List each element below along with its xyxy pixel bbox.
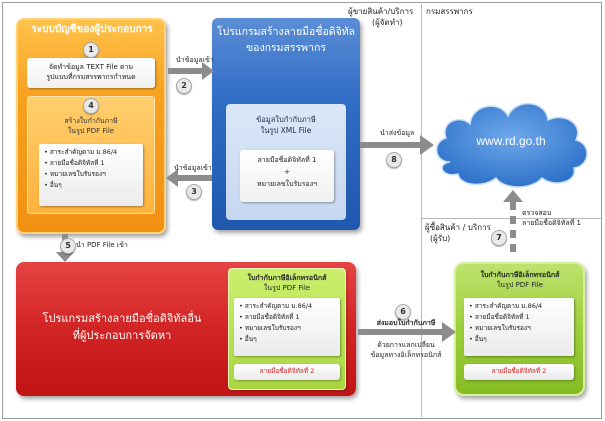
arrow-5-label: นำ PDF File เข้า <box>76 241 128 249</box>
xml-line-1: ข้อมูลใบกำกับภาษี <box>256 115 316 124</box>
buyer-signature-2-pill: ลายมือชื่อดิจิทัลที่ 2 <box>464 364 574 380</box>
invoice-contents-list: สาระสำคัญตาม ม.86/4 ลายมือชื่อดิจิทัลที่… <box>39 144 143 206</box>
list-item: ลายมือชื่อดิจิทัลที่ 1 <box>239 312 335 323</box>
arrow-7 <box>503 190 523 252</box>
accounting-system-title: ระบบบัญชีของผู้ประกอบการ <box>31 24 153 35</box>
export-line-1: จัดทำข้อมูล TEXT File ตาม <box>48 63 134 71</box>
list-item: อื่นๆ <box>239 334 335 345</box>
step-8-badge: 8 <box>386 152 402 168</box>
buyer-invoice-contents-list: สาระสำคัญตาม ม.86/4 ลายมือชื่อดิจิทัลที่… <box>464 298 574 356</box>
step-5-badge: 5 <box>60 238 76 254</box>
arrow-3-label: นำข้อมูลเข้า <box>174 164 212 172</box>
buyer-subheader: (ผู้รับ) <box>430 234 451 243</box>
list-item: ลายมือชื่อดิจิทัลที่ 1 <box>44 158 138 169</box>
signature-cert-panel: ลายมือชื่อดิจิทัลที่ 1 + หมายเลขใบรับรอง… <box>240 150 334 202</box>
step-2-badge: 2 <box>176 78 192 94</box>
step-6-badge: 6 <box>395 304 411 320</box>
arrow-6-label: ส่งมอบใบกำกับภาษี <box>376 319 436 327</box>
buyer-header: ผู้ซื้อสินค้า / บริการ <box>425 223 491 232</box>
arrow-2-label: นำข้อมูลเข้า <box>176 56 214 64</box>
column-divider <box>421 4 422 417</box>
red-invoice-contents-list: สาระสำคัญตาม ม.86/4 ลายมือชื่อดิจิทัลที่… <box>234 298 340 356</box>
arrow-2 <box>168 62 214 80</box>
step-3-badge: 3 <box>186 184 202 200</box>
seller-subheader: (ผู้จัดทำ) <box>372 18 403 27</box>
list-item: อื่นๆ <box>469 334 569 345</box>
xml-line-2: ในรูป XML File <box>260 126 312 135</box>
create-invoice-title: สร้างใบกำกับภาษี ในรูป PDF File <box>64 117 118 135</box>
list-item: หมายเลขใบรับรองฯ <box>239 323 335 334</box>
list-item: สาระสำคัญตาม ม.86/4 <box>469 301 569 312</box>
export-line-2: รูปแบบที่กรมสรรพากรกำหนด <box>46 73 136 81</box>
revenue-dept-header: กรมสรรพากร <box>426 7 473 16</box>
rd-signature-program-title: โปรแกรมสร้างลายมือชื่อดิจิทัล ของกรมสรรพ… <box>216 26 356 54</box>
step-1-badge: 1 <box>83 42 99 58</box>
cloud-icon <box>436 102 588 188</box>
export-text-file-panel: จัดทำข้อมูล TEXT File ตาม รูปแบบที่กรมสร… <box>27 58 155 88</box>
step-4-badge: 4 <box>83 98 99 114</box>
step-7-badge: 7 <box>491 230 507 246</box>
list-item: สาระสำคัญตาม ม.86/4 <box>239 301 335 312</box>
red-signature-2-pill: ลายมือชื่อดิจิทัลที่ 2 <box>234 364 340 380</box>
arrow-7-label: ตรวจสอบ ลายมือชื่อดิจิทัลที่ 1 <box>522 209 581 227</box>
other-signature-program-title: โปรแกรมสร้างลายมือชื่อดิจิทัลอื่น ที่ผู้… <box>42 312 202 342</box>
list-item: สาระสำคัญตาม ม.86/4 <box>44 147 138 158</box>
arrow-6 <box>358 322 456 342</box>
arrow-3 <box>166 169 212 187</box>
buyer-invoice-title: ใบกำกับภาษีอิเล็กทรอนิกส์ ในรูป PDF File <box>480 271 560 289</box>
seller-header: ผู้ขายสินค้า/บริการ <box>348 7 414 16</box>
list-item: ลายมือชื่อดิจิทัลที่ 1 <box>469 312 569 323</box>
list-item: อื่นๆ <box>44 180 138 191</box>
rd-website-url: www.rd.go.th <box>476 134 546 148</box>
list-item: หมายเลขใบรับรองฯ <box>469 323 569 334</box>
list-item: หมายเลขใบรับรองฯ <box>44 169 138 180</box>
arrow-6-sublabel: ด้วยการแลกเปลี่ยน ข้อมูลทางอิเล็กทรอนิกส… <box>370 341 442 359</box>
arrow-8 <box>360 135 434 155</box>
arrow-8-label: นำส่งข้อมูล <box>380 129 415 137</box>
